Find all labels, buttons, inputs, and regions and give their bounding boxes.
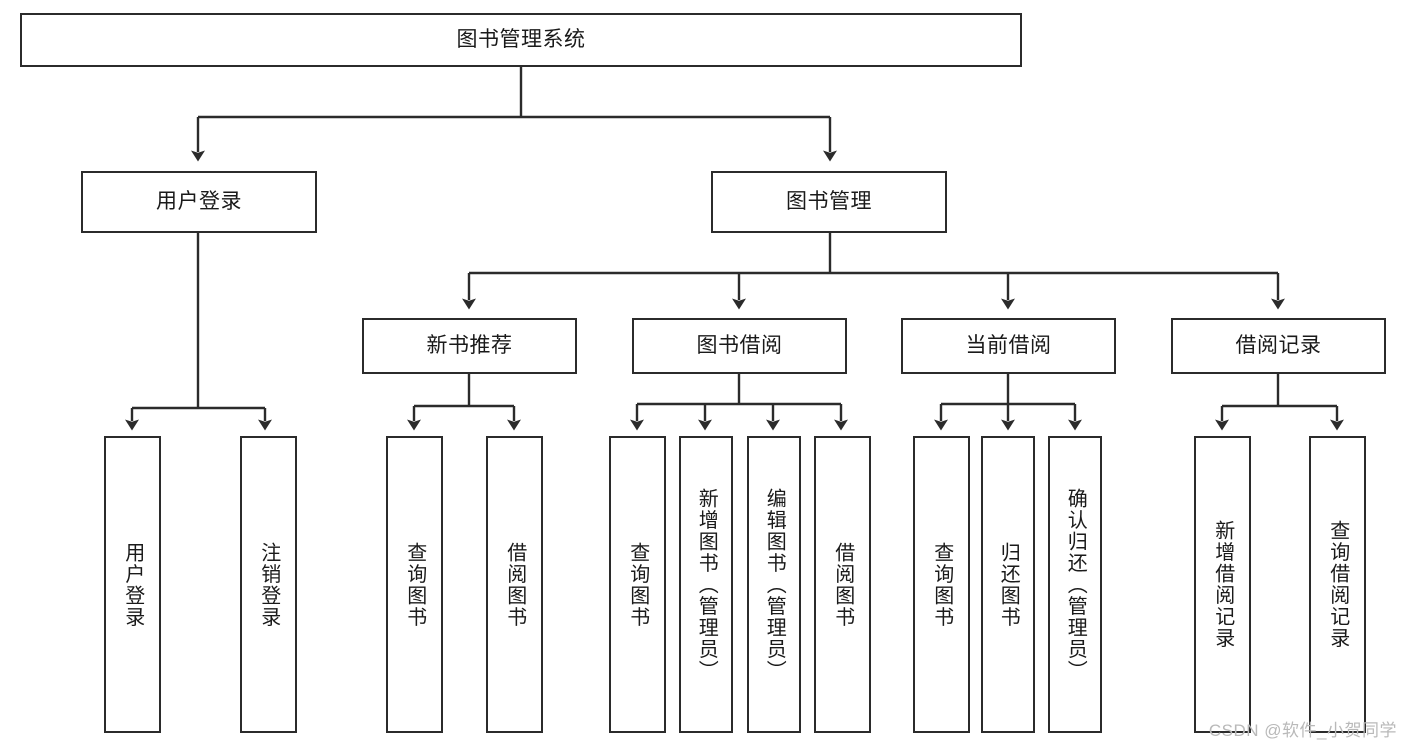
leaf-edit-book-admin[interactable]: 编辑图书（管理员） — [747, 436, 801, 733]
node-user-login-label: 用户登录 — [156, 190, 242, 214]
leaf-add-book-admin-label: 新增图书（管理员） — [695, 487, 718, 682]
leaf-borrow-book-1-label: 借阅图书 — [503, 541, 526, 628]
node-book-management-label: 图书管理 — [786, 190, 872, 214]
watermark: CSDN @软件_小贺同学 — [1208, 721, 1397, 740]
leaf-return-book-label: 归还图书 — [997, 541, 1020, 628]
leaf-user-login[interactable]: 用户登录 — [104, 436, 161, 733]
node-book-borrow[interactable]: 图书借阅 — [632, 318, 847, 374]
leaf-user-login-label: 用户登录 — [121, 541, 144, 628]
leaf-query-book-1-label: 查询图书 — [403, 541, 426, 628]
leaf-query-borrow-record[interactable]: 查询借阅记录 — [1309, 436, 1366, 733]
node-user-login[interactable]: 用户登录 — [81, 171, 317, 233]
leaf-logout-label: 注销登录 — [257, 541, 280, 628]
node-book-borrow-label: 图书借阅 — [696, 334, 783, 358]
leaf-return-book[interactable]: 归还图书 — [981, 436, 1035, 733]
leaf-borrow-book-2[interactable]: 借阅图书 — [814, 436, 871, 733]
leaf-confirm-return-admin[interactable]: 确认归还（管理员） — [1048, 436, 1102, 733]
node-new-book-recommend-label: 新书推荐 — [426, 334, 513, 358]
leaf-borrow-book-2-label: 借阅图书 — [831, 541, 854, 628]
node-root-label: 图书管理系统 — [456, 28, 586, 52]
node-new-book-recommend[interactable]: 新书推荐 — [362, 318, 577, 374]
node-root[interactable]: 图书管理系统 — [20, 13, 1022, 67]
leaf-query-book-3[interactable]: 查询图书 — [913, 436, 970, 733]
leaf-add-book-admin[interactable]: 新增图书（管理员） — [679, 436, 733, 733]
leaf-query-book-1[interactable]: 查询图书 — [386, 436, 443, 733]
node-borrow-record[interactable]: 借阅记录 — [1171, 318, 1386, 374]
leaf-query-book-3-label: 查询图书 — [930, 541, 953, 628]
leaf-logout[interactable]: 注销登录 — [240, 436, 297, 733]
node-borrow-record-label: 借阅记录 — [1235, 334, 1322, 358]
leaf-query-book-2[interactable]: 查询图书 — [609, 436, 666, 733]
leaf-query-book-2-label: 查询图书 — [626, 541, 649, 628]
node-current-borrow-label: 当前借阅 — [965, 334, 1052, 358]
leaf-add-borrow-record-label: 新增借阅记录 — [1211, 520, 1234, 649]
leaf-confirm-return-admin-label: 确认归还（管理员） — [1064, 487, 1087, 682]
leaf-edit-book-admin-label: 编辑图书（管理员） — [763, 487, 786, 682]
leaf-query-borrow-record-label: 查询借阅记录 — [1326, 520, 1349, 649]
leaf-borrow-book-1[interactable]: 借阅图书 — [486, 436, 543, 733]
node-book-management[interactable]: 图书管理 — [711, 171, 947, 233]
node-current-borrow[interactable]: 当前借阅 — [901, 318, 1116, 374]
leaf-add-borrow-record[interactable]: 新增借阅记录 — [1194, 436, 1251, 733]
